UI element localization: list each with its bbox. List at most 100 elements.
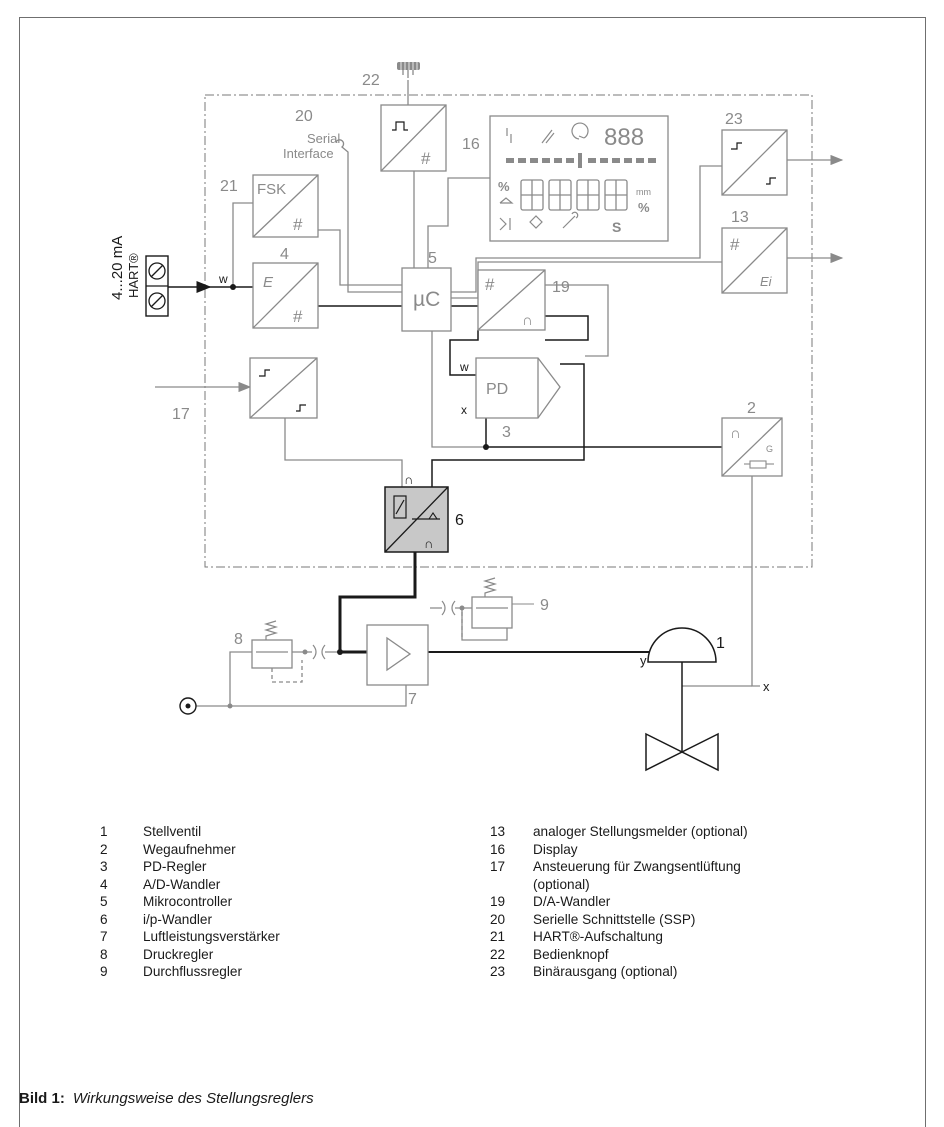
microcontroller-box: [401, 267, 452, 332]
num-7: 7: [408, 691, 417, 708]
legend-num: [490, 876, 533, 894]
legend-item: 6 i/p-Wandler: [100, 911, 280, 929]
label-y-valve: y: [640, 653, 647, 668]
ad-hash: #: [293, 307, 303, 326]
ad-e-label: E: [263, 274, 274, 291]
legend-num: 3: [100, 859, 108, 874]
display-segment-digits: [520, 179, 628, 211]
ei-label: Ei: [760, 274, 773, 289]
num-8: 8: [234, 631, 243, 648]
num-3: 3: [502, 424, 511, 441]
legend-item: 17 Ansteuerung für Zwangsentlüftung: [490, 858, 748, 876]
legend-text: Display: [533, 841, 578, 857]
da-hash: #: [485, 275, 495, 294]
pd-controller-box: [475, 357, 561, 419]
num-16: 16: [462, 136, 480, 153]
display-percent-right: %: [638, 200, 650, 215]
legend-text: Luftleistungsverstärker: [143, 929, 280, 944]
num-23: 23: [725, 111, 743, 128]
num-22: 22: [362, 72, 380, 89]
num-20: 20: [295, 108, 313, 125]
serial-label-1: Serial: [307, 131, 340, 146]
legend-right: 13 analoger Stellungsmelder (optional) 16…: [490, 823, 748, 981]
legend-text: A/D-Wandler: [143, 876, 221, 892]
ip-cap-top: ∩: [404, 472, 413, 487]
ai-hash: #: [730, 235, 740, 254]
positioner-boundary: [204, 94, 813, 568]
num-1: 1: [716, 635, 725, 652]
legend-text: Wegaufnehmer: [143, 841, 236, 857]
display-s: S: [612, 219, 621, 235]
display-percent-left: %: [498, 179, 510, 194]
function-diagram: 4...20 mA HART® w w x y x Serial Interfa…: [109, 62, 844, 772]
legend-num: 7: [100, 929, 108, 944]
legend-num: 6: [100, 911, 108, 927]
legend-text: Druckregler: [143, 946, 214, 962]
num-6: 6: [455, 512, 464, 529]
legend-item: 22 Bedienknopf: [490, 946, 748, 964]
num-17: 17: [172, 406, 190, 423]
label-w-input: w: [218, 272, 228, 286]
legend-text: (optional): [533, 876, 590, 892]
legend-text: D/A-Wandler: [533, 894, 611, 909]
legend-item: 4 A/D-Wandler: [100, 876, 280, 894]
legend-num: 4: [100, 876, 108, 892]
knob-icon[interactable]: [397, 62, 420, 70]
control-valve: [645, 627, 719, 772]
serial-label-2: Interface: [283, 146, 334, 161]
figure-frame: [19, 17, 926, 1127]
legend-num: 13: [490, 824, 506, 839]
pd-label: PD: [486, 381, 508, 398]
legend-item: 7 Luftleistungsverstärker: [100, 928, 280, 946]
legend-text: analoger Stellungsmelder (optional): [533, 824, 748, 839]
legend-item: 21 HART®-Aufschaltung: [490, 928, 748, 946]
display-mm: mm: [636, 187, 651, 197]
legend-text: i/p-Wandler: [143, 911, 212, 927]
legend-item: 13 analoger Stellungsmelder (optional): [490, 823, 748, 841]
num-21: 21: [220, 178, 238, 195]
legend-item: 19 D/A-Wandler: [490, 893, 748, 911]
label-x-valve: x: [763, 679, 770, 694]
legend-text: Binärausgang (optional): [533, 964, 678, 979]
booster-box: [366, 624, 429, 686]
legend-text: Stellventil: [143, 824, 202, 839]
knob-hash: #: [421, 149, 431, 168]
flow-regulator-box: [471, 596, 513, 629]
legend-num: 16: [490, 841, 506, 857]
x-node: [483, 444, 489, 450]
legend-num: 19: [490, 894, 506, 909]
pneumatic-node: [337, 649, 343, 655]
hart-terminal[interactable]: [145, 255, 169, 317]
input-label: 4...20 mA: [109, 236, 126, 300]
legend-num: 17: [490, 859, 506, 874]
w-node: [230, 284, 236, 290]
figure-caption: Bild 1:Wirkungsweise des Stellungsregler…: [19, 1090, 314, 1107]
num-5: 5: [428, 250, 437, 267]
legend-num: 21: [490, 929, 506, 944]
legend-item: 3 PD-Regler: [100, 858, 280, 876]
legend-text: Bedienknopf: [533, 946, 609, 962]
num-9: 9: [540, 597, 549, 614]
display-box: [489, 115, 669, 242]
legend-text: Durchflussregler: [143, 964, 242, 979]
legend-text: Serielle Schnittstelle (SSP): [533, 911, 696, 927]
ts-cap: ∩: [730, 425, 741, 442]
fsk-label: FSK: [257, 181, 286, 198]
legend-text: Mikrocontroller: [143, 894, 233, 909]
label-w-pd: w: [459, 360, 469, 374]
da-cap: ∩: [522, 312, 533, 329]
legend-text: PD-Regler: [143, 859, 207, 874]
fsk-hash: #: [293, 215, 303, 234]
display-digits: 888: [604, 124, 644, 151]
num-19: 19: [552, 279, 570, 296]
legend-num: 22: [490, 946, 506, 962]
legend-text: Ansteuerung für Zwangsentlüftung: [533, 859, 741, 874]
legend-text: HART®-Aufschaltung: [533, 929, 663, 944]
legend-num: 1: [100, 824, 108, 839]
